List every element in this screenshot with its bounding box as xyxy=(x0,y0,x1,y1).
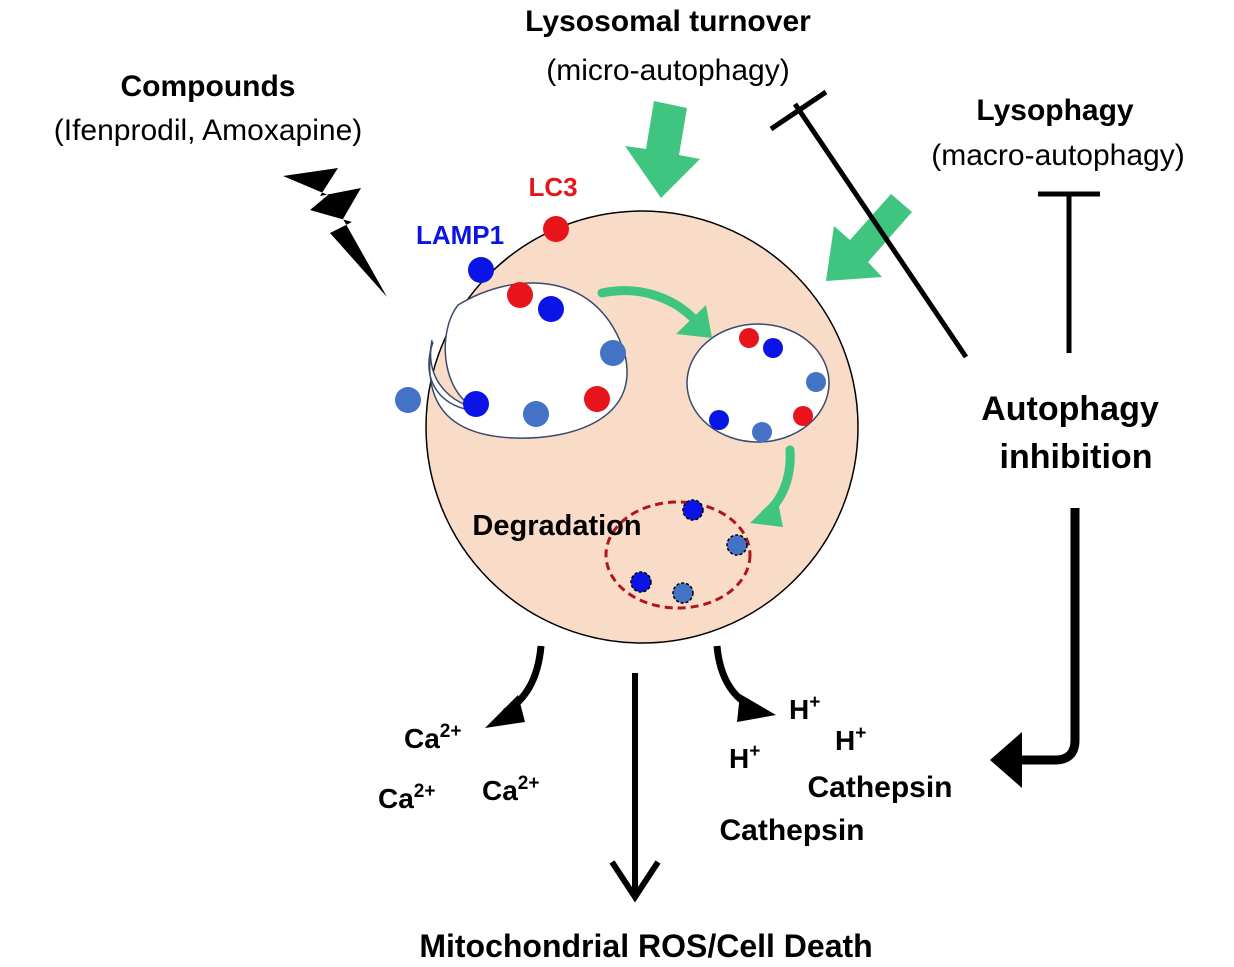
lamp1-dot xyxy=(468,257,494,283)
micro-autophagy-arrow xyxy=(625,101,700,198)
calcium-release-arrowhead xyxy=(485,695,525,728)
proton-ion: H+ xyxy=(729,741,760,774)
inhibition-bar-micro xyxy=(769,89,828,132)
degradation-zone xyxy=(604,500,752,610)
lysophagy-subtitle: (macro-autophagy) xyxy=(931,139,1184,172)
degraded-dot xyxy=(630,571,652,593)
lc3-dot xyxy=(584,386,610,412)
lamp1-dot xyxy=(763,338,783,358)
svg-text:H+: H+ xyxy=(789,692,820,725)
lysosomal-turnover-subtitle: (micro-autophagy) xyxy=(546,54,789,87)
lamp1-dot xyxy=(709,410,729,430)
autophagy-inhibition-line1: Autophagy xyxy=(981,390,1159,428)
lamp1-dot xyxy=(538,296,564,322)
svg-text:H+: H+ xyxy=(835,723,866,756)
degraded-dot xyxy=(672,582,694,604)
proton-ion: H+ xyxy=(835,723,866,756)
degradation-arrowhead xyxy=(750,497,783,527)
lamp1-dot xyxy=(463,391,489,417)
lc3-dot xyxy=(793,406,813,426)
compounds-subtitle: (Ifenprodil, Amoxapine) xyxy=(54,114,363,147)
cathepsin-label: Cathepsin xyxy=(719,814,864,847)
lamp1-dot xyxy=(600,340,626,366)
cathepsin-release-arrowhead xyxy=(990,732,1022,788)
lc3-dot xyxy=(507,282,533,308)
proton-ion: H+ xyxy=(789,692,820,725)
vesicle-opening xyxy=(428,341,471,411)
calcium-ion: Ca2+ xyxy=(378,781,435,814)
degraded-dot xyxy=(726,534,748,556)
cell-death-arrowhead xyxy=(609,860,661,903)
calcium-ion: Ca2+ xyxy=(482,773,539,806)
autophagy-inhibition-line2: inhibition xyxy=(1000,438,1153,476)
lamp1-dot xyxy=(806,372,826,392)
calcium-release-arrow xyxy=(503,645,545,716)
proton-release-arrowhead xyxy=(737,694,776,722)
degradation-label: Degradation xyxy=(472,510,641,542)
lc3-dot xyxy=(543,216,569,242)
lamp1-dot xyxy=(523,401,549,427)
calcium-ion: Ca2+ xyxy=(404,721,461,754)
proton-release-arrow xyxy=(713,645,757,712)
lamp1-label: LAMP1 xyxy=(416,220,504,250)
lamp1-dot xyxy=(395,387,421,413)
svg-text:Ca2+: Ca2+ xyxy=(404,721,461,754)
lc3-label: LC3 xyxy=(528,172,577,202)
inhibition-line-micro xyxy=(792,102,969,359)
lightning-bolt-icon xyxy=(283,168,387,297)
compounds-title: Compounds xyxy=(121,70,296,103)
lysophagy-title: Lysophagy xyxy=(976,94,1134,127)
lamp1-dot xyxy=(752,422,772,442)
outcome-label: Mitochondrial ROS/Cell Death xyxy=(419,928,872,964)
degraded-dot xyxy=(682,499,704,521)
svg-text:Ca2+: Ca2+ xyxy=(378,781,435,814)
lc3-dot xyxy=(739,328,759,348)
internalization-arrow xyxy=(597,286,705,331)
lysosomal-turnover-title: Lysosomal turnover xyxy=(525,5,811,38)
macro-autophagy-arrow xyxy=(826,194,912,281)
cathepsin-label: Cathepsin xyxy=(807,771,952,804)
svg-text:Ca2+: Ca2+ xyxy=(482,773,539,806)
svg-text:H+: H+ xyxy=(729,741,760,774)
internalization-arrowhead xyxy=(676,305,712,338)
cathepsin-release-arrow xyxy=(1020,508,1080,765)
